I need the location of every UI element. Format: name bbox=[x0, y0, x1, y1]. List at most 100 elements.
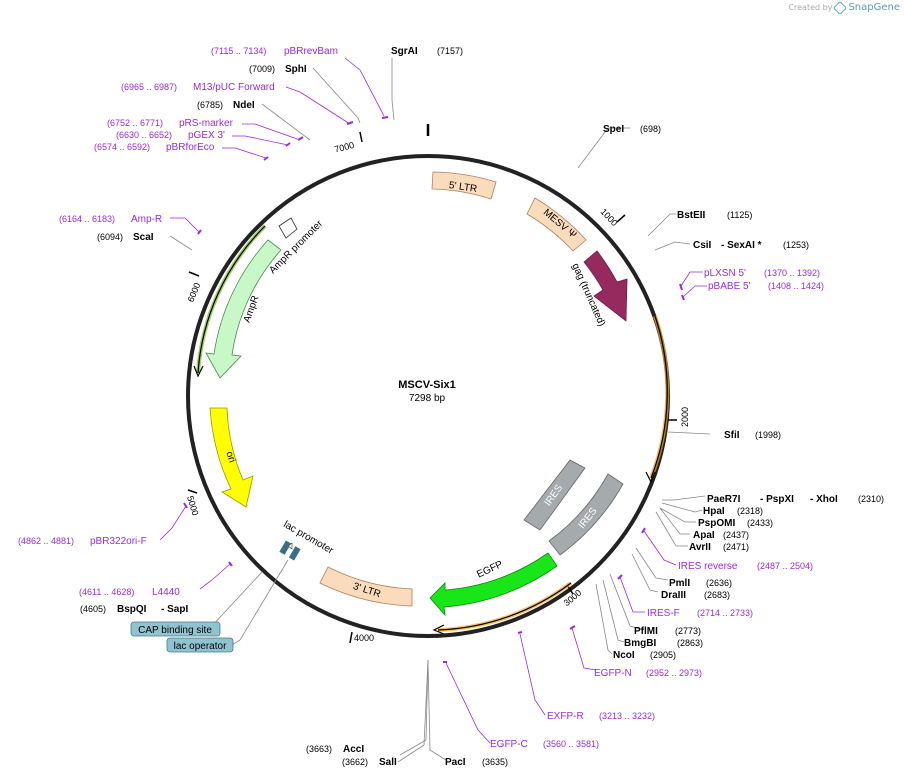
svg-text:(7009): (7009) bbox=[249, 64, 275, 74]
site-pspomi[interactable]: PspOMI(2433) bbox=[698, 518, 773, 529]
primer-plxsn-5[interactable]: pLXSN 5'(1370 .. 1392) bbox=[704, 268, 820, 279]
primer-pbabe-5[interactable]: pBABE 5'(1408 .. 1424) bbox=[708, 281, 824, 292]
site-bmgbi[interactable]: BmgBI(2863) bbox=[624, 638, 703, 649]
site-acci[interactable]: (3663) AccI bbox=[306, 744, 364, 755]
primer-exfp-r[interactable]: EXFP-R(3213 .. 3232) bbox=[547, 711, 655, 722]
site-spei[interactable]: SpeI(698) bbox=[603, 124, 661, 135]
primer-prs-marker[interactable]: (6752 .. 6771)pRS-marker bbox=[107, 118, 234, 129]
svg-text:pBRforEco: pBRforEco bbox=[166, 142, 215, 153]
svg-text:AccI: AccI bbox=[343, 744, 364, 755]
site-csii[interactable]: CsiI- SexAI *(1253) bbox=[693, 240, 809, 251]
svg-text:EGFP-C: EGFP-C bbox=[490, 739, 528, 750]
svg-text:(2683): (2683) bbox=[704, 590, 730, 600]
feature-5-ltr[interactable] bbox=[431, 171, 497, 200]
primer-m13-puc-forward[interactable]: (6965 .. 6987)M13/pUC Forward bbox=[121, 82, 275, 93]
svg-text:(6785): (6785) bbox=[197, 100, 223, 110]
svg-text:- SexAI *: - SexAI * bbox=[721, 240, 762, 251]
tick-label-4000: 4000 bbox=[354, 633, 374, 643]
site-paci[interactable]: PacI(3635) bbox=[445, 757, 508, 768]
primer-ires-f[interactable]: IRES-F(2714 .. 2733) bbox=[647, 608, 753, 619]
svg-text:(1408 .. 1424): (1408 .. 1424) bbox=[768, 281, 824, 291]
primer-egfp-c[interactable]: EGFP-C(3560 .. 3581) bbox=[490, 739, 599, 750]
primer-arrow-arc-1 bbox=[650, 315, 668, 479]
svg-text:BstEII: BstEII bbox=[677, 210, 706, 221]
primer-ires-reverse[interactable]: IRES reverse(2487 .. 2504) bbox=[678, 561, 813, 572]
svg-text:AvrII: AvrII bbox=[689, 542, 711, 553]
feature-egfp[interactable] bbox=[429, 552, 558, 617]
svg-text:(1370 .. 1392): (1370 .. 1392) bbox=[764, 268, 820, 278]
primer-arrow-arc-2 bbox=[437, 582, 572, 631]
site-sgrai[interactable]: SgrAI(7157) bbox=[391, 46, 463, 57]
feature-label-ori: ori bbox=[223, 450, 237, 464]
primer-callout-lines bbox=[159, 57, 707, 744]
svg-text:(1253): (1253) bbox=[783, 240, 809, 250]
feature-ampr[interactable] bbox=[205, 239, 282, 379]
feature-ires-2[interactable] bbox=[548, 473, 624, 556]
svg-text:(2433): (2433) bbox=[747, 518, 773, 528]
cap-binding-site-box[interactable]: CAP binding site bbox=[130, 621, 221, 637]
lac-promoter-glyph bbox=[279, 540, 301, 561]
svg-text:lac operator: lac operator bbox=[174, 641, 227, 652]
site-draiii[interactable]: DraIII (2683) bbox=[661, 590, 730, 601]
feature-label-5-ltr: 5' LTR bbox=[448, 180, 478, 195]
site-sali[interactable]: (3662)SalI bbox=[342, 757, 397, 768]
svg-text:(6630 .. 6652): (6630 .. 6652) bbox=[116, 130, 172, 140]
site-avrii[interactable]: AvrII (2471) bbox=[689, 542, 749, 553]
site-pflmi[interactable]: PflMI(2773) bbox=[634, 626, 701, 637]
svg-text:(1125): (1125) bbox=[727, 210, 752, 220]
site-paer7i[interactable]: PaeR7I- PspXI- XhoI(2310) bbox=[707, 494, 884, 505]
svg-text:(698): (698) bbox=[640, 124, 661, 134]
feature-3-ltr[interactable] bbox=[319, 566, 413, 607]
primer-pbr322ori-f[interactable]: (4862 .. 4881)pBR322ori-F bbox=[18, 536, 147, 547]
site-hpai[interactable]: HpaI(2318) bbox=[703, 506, 763, 517]
svg-text:DraIII: DraIII bbox=[661, 590, 686, 601]
primer-pbrrevbam[interactable]: (7115 .. 7134) pBRrevBam bbox=[211, 46, 338, 57]
site-bsteii[interactable]: BstEII (1125) bbox=[677, 210, 752, 221]
svg-text:(2487 .. 2504): (2487 .. 2504) bbox=[757, 561, 813, 571]
svg-text:PacI: PacI bbox=[445, 757, 466, 768]
primer-pgex-3[interactable]: (6630 .. 6652)pGEX 3' bbox=[116, 130, 225, 141]
lac-operator-box[interactable]: lac operator bbox=[166, 637, 234, 653]
site-sphi[interactable]: (7009)SphI bbox=[249, 64, 307, 75]
svg-text:PflMI: PflMI bbox=[634, 626, 658, 637]
svg-text:BspQI: BspQI bbox=[117, 604, 147, 615]
site-apai[interactable]: ApaI(2437) bbox=[693, 530, 749, 541]
svg-text:pRS-marker: pRS-marker bbox=[179, 118, 234, 129]
feature-mesv-psi[interactable] bbox=[526, 197, 587, 252]
restriction-sites: SgrAI(7157) (7009)SphI (6785)NdeI (6094)… bbox=[80, 46, 884, 768]
svg-text:- PspXI: - PspXI bbox=[760, 494, 794, 505]
primer-arrow-arc-3 bbox=[197, 225, 266, 374]
svg-text:L4440: L4440 bbox=[152, 587, 180, 598]
site-bspqi[interactable]: (4605)BspQI- SapI bbox=[80, 604, 188, 615]
svg-text:NcoI: NcoI bbox=[613, 650, 635, 661]
svg-text:(7115 .. 7134): (7115 .. 7134) bbox=[211, 46, 266, 56]
feature-ampr-promoter[interactable] bbox=[278, 217, 298, 239]
svg-text:EXFP-R: EXFP-R bbox=[547, 711, 584, 722]
site-sfii[interactable]: SfiI(1998) bbox=[724, 430, 781, 441]
svg-text:pBRrevBam: pBRrevBam bbox=[284, 46, 338, 57]
svg-text:(2437): (2437) bbox=[723, 530, 749, 540]
feature-ires-1[interactable] bbox=[523, 459, 586, 531]
feature-label-egfp: EGFP bbox=[475, 559, 505, 581]
site-ndei[interactable]: (6785)NdeI bbox=[197, 100, 255, 111]
site-scai[interactable]: (6094)ScaI bbox=[97, 232, 154, 243]
site-pmli[interactable]: PmlI(2636) bbox=[669, 578, 732, 589]
svg-text:(2471): (2471) bbox=[723, 542, 749, 552]
site-ncoi[interactable]: NcoI (2905) bbox=[613, 650, 676, 661]
svg-text:(6164 .. 6183): (6164 .. 6183) bbox=[59, 214, 115, 224]
callout-lines bbox=[169, 58, 711, 763]
primer-pbrforeco[interactable]: (6574 .. 6592)pBRforEco bbox=[94, 142, 215, 153]
feature-gag[interactable] bbox=[583, 250, 628, 322]
svg-text:(1998): (1998) bbox=[755, 430, 781, 440]
svg-text:pBR322ori-F: pBR322ori-F bbox=[90, 536, 147, 547]
primer-amp-r[interactable]: (6164 .. 6183)Amp-R bbox=[59, 214, 162, 225]
primer-markers bbox=[183, 116, 685, 663]
primer-egfp-n[interactable]: EGFP-N(2952 .. 2973) bbox=[594, 668, 702, 679]
tick-label-6000: 6000 bbox=[186, 281, 203, 303]
svg-text:(2318): (2318) bbox=[737, 506, 763, 516]
svg-text:(3663): (3663) bbox=[306, 744, 332, 754]
feature-ori[interactable] bbox=[209, 407, 254, 508]
svg-text:(2905): (2905) bbox=[650, 650, 676, 660]
svg-text:(4605): (4605) bbox=[80, 604, 106, 614]
primer-l4440[interactable]: (4611 .. 4628)L4440 bbox=[79, 587, 180, 598]
